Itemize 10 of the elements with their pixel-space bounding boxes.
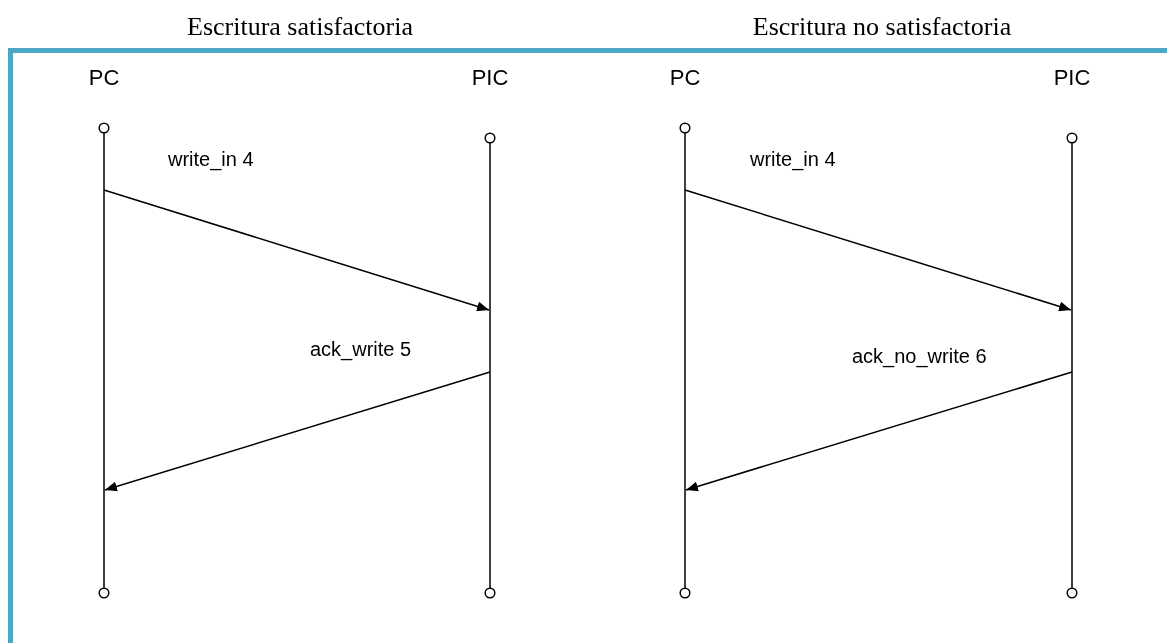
message-arrow xyxy=(104,371,491,492)
lifeline-header: PIC xyxy=(1053,65,1091,91)
lifeline-header: PC xyxy=(88,65,120,91)
message-arrow xyxy=(684,189,1072,312)
message-arrow xyxy=(103,189,490,312)
lifeline-header: PIC xyxy=(471,65,509,91)
panel-title: Escritura satisfactoria xyxy=(187,11,413,43)
message-arrow xyxy=(685,371,1073,492)
panel-title: Escritura no satisfactoria xyxy=(752,11,1012,43)
lifeline-header: PC xyxy=(669,65,701,91)
